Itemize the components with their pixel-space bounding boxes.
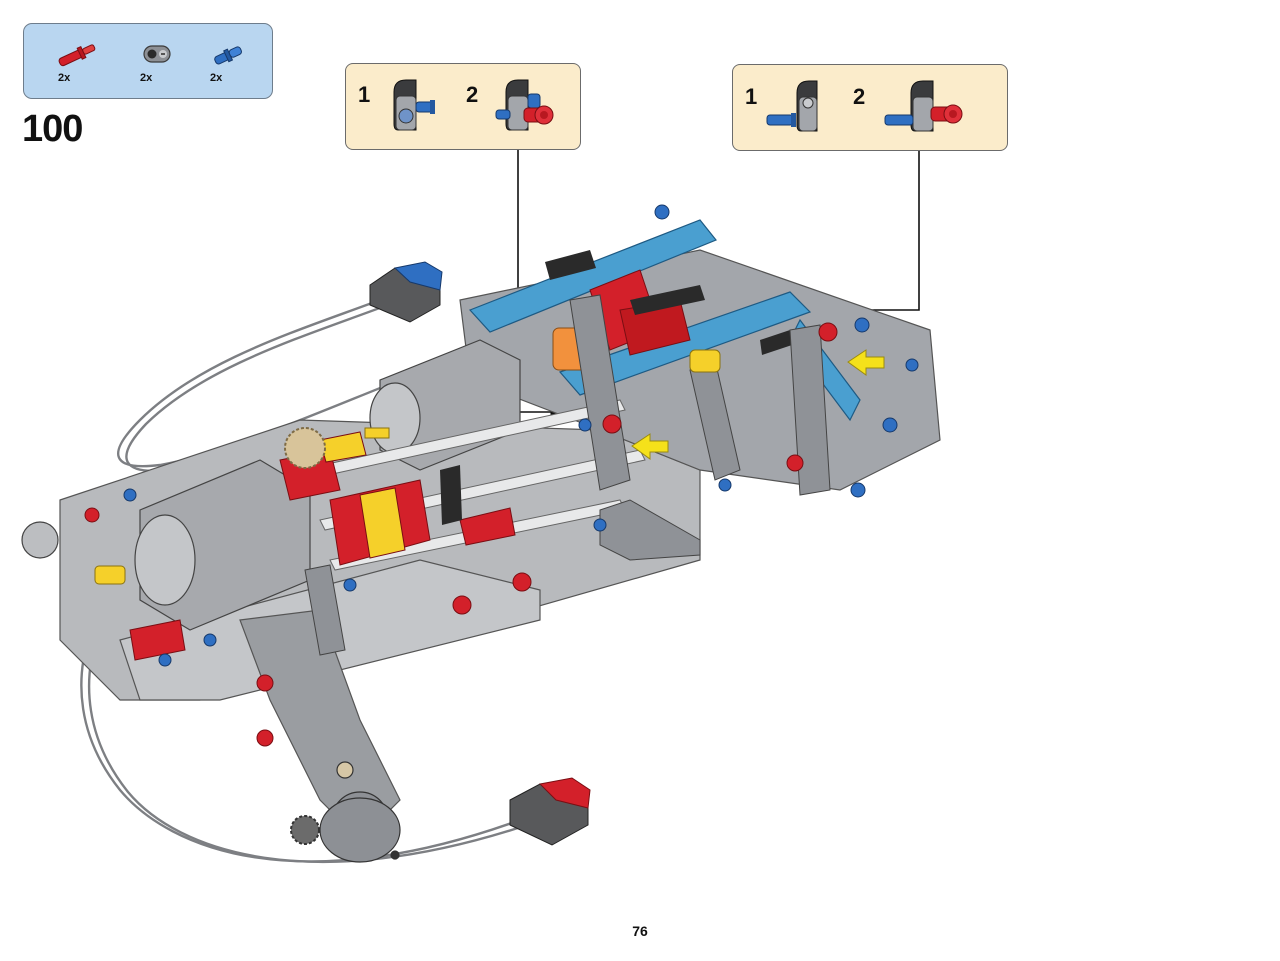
callout-2-substep-2-figure	[884, 80, 963, 132]
blue-pins	[123, 204, 919, 667]
angle-connector-icon	[143, 45, 171, 63]
parts-item-red-pin: 2x	[52, 36, 102, 92]
parts-item-gray-connector: 2x	[134, 36, 184, 92]
callout-2-substep-1-number: 1	[745, 84, 758, 109]
parts-qty-red-pin: 2x	[58, 72, 71, 84]
step-number: 100	[22, 108, 83, 150]
red-yellow-parts	[129, 269, 691, 661]
parts-qty-gray-connector: 2x	[140, 72, 153, 84]
callout-box-1: 1 2	[345, 63, 581, 150]
callout-1-substep-2-number: 2	[466, 82, 479, 107]
yellow-axles	[94, 349, 721, 585]
red-axle-pin-icon	[58, 44, 96, 67]
callout-2-substep-2-number: 2	[853, 84, 866, 109]
gray-liftarms	[304, 294, 831, 656]
page-number: 76	[632, 923, 648, 939]
wheel-hub	[319, 761, 401, 863]
parts-list-box: 2x 2x 2x	[23, 23, 273, 99]
parts-qty-blue-pin: 2x	[210, 72, 223, 84]
callout-2-substep-1-figure	[766, 80, 818, 132]
parts-item-blue-pin: 2x	[204, 36, 254, 92]
insertion-arrows	[631, 349, 885, 460]
black-beams	[440, 250, 792, 525]
callout-1-substep-1-figure	[393, 79, 435, 131]
red-pins	[84, 322, 838, 747]
callout-box-2: 1 2	[732, 64, 1008, 151]
blue-cable-connector	[369, 261, 443, 323]
large-motor-2	[21, 459, 311, 631]
callout-1-substep-1-number: 1	[358, 82, 371, 107]
blue-axle-pin-icon	[214, 46, 242, 65]
red-cable-connector	[509, 777, 591, 846]
callout-1-substep-2-figure	[495, 79, 554, 131]
